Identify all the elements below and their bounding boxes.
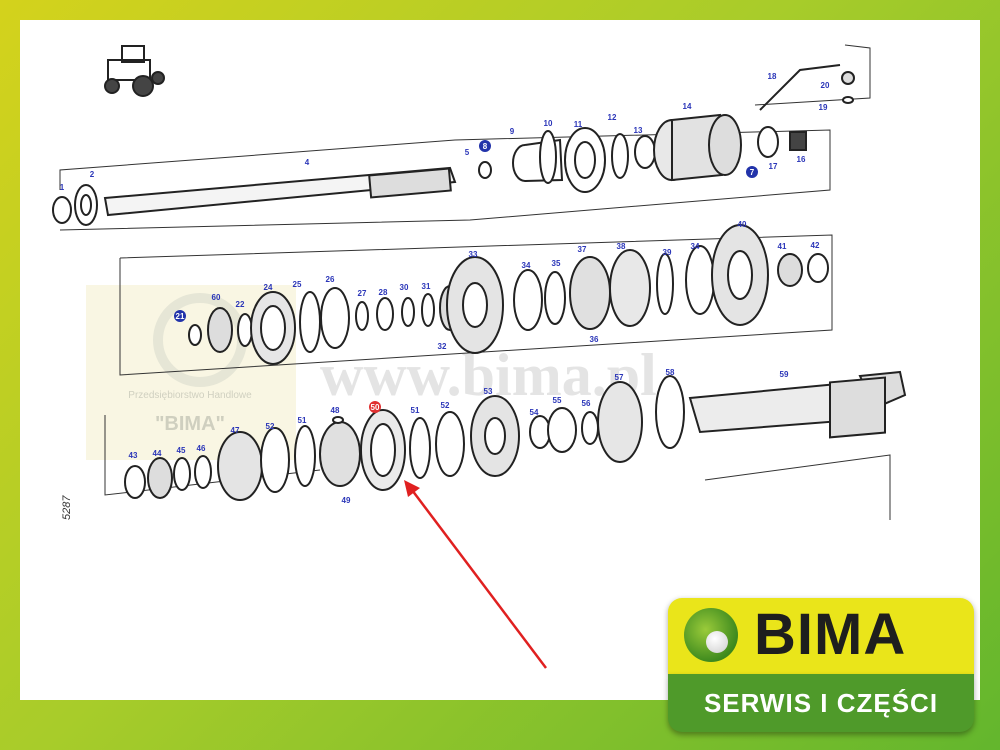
- label-22: 22: [236, 300, 245, 309]
- label-50: 50: [371, 403, 380, 412]
- label-40: 40: [738, 220, 747, 229]
- label-33: 33: [469, 250, 478, 259]
- label-45: 45: [177, 446, 186, 455]
- label-52a: 52: [266, 422, 275, 431]
- label-24: 24: [264, 283, 273, 292]
- row3-outline-right: [704, 454, 891, 520]
- logo-dot-icon: [706, 631, 728, 653]
- label-19: 19: [819, 103, 828, 112]
- label-4: 4: [305, 158, 310, 167]
- label-34b: 34: [691, 242, 700, 251]
- label-42: 42: [811, 241, 820, 250]
- label-41: 41: [778, 242, 787, 251]
- label-35: 35: [552, 259, 561, 268]
- label-34a: 34: [522, 261, 531, 270]
- bracket-outline: [754, 44, 871, 106]
- label-16: 16: [797, 155, 806, 164]
- watermark-company-line: Przedsiębiorstwo Handlowe: [128, 390, 252, 401]
- row3-parts: [124, 370, 907, 501]
- label-55: 55: [553, 396, 562, 405]
- label-57: 57: [615, 373, 624, 382]
- label-21: 21: [176, 312, 185, 321]
- label-2: 2: [90, 170, 95, 179]
- label-9: 9: [510, 127, 515, 136]
- highlight-arrow: [404, 480, 547, 669]
- label-26: 26: [326, 275, 335, 284]
- label-54: 54: [530, 408, 539, 417]
- label-28: 28: [379, 288, 388, 297]
- label-59: 59: [780, 370, 789, 379]
- logo-name: BIMA: [754, 602, 907, 667]
- label-31: 31: [422, 282, 431, 291]
- label-48: 48: [331, 406, 340, 415]
- watermark-company-name: "BIMA": [155, 413, 225, 435]
- label-10: 10: [544, 119, 553, 128]
- label-8-badge: [479, 140, 491, 152]
- label-7-badge: [746, 166, 758, 178]
- watermark: www.bima.pl Przedsiębiorstwo Handlowe "B…: [86, 285, 657, 460]
- row2-outline: [119, 234, 833, 376]
- label-21-badge: [174, 310, 186, 322]
- row-outlines: [59, 44, 891, 520]
- label-5: 5: [465, 148, 470, 157]
- label-44: 44: [153, 449, 162, 458]
- label-36: 36: [590, 335, 599, 344]
- label-14: 14: [683, 102, 692, 111]
- label-51a: 51: [298, 416, 307, 425]
- row1-parts: [52, 64, 855, 226]
- label-38: 38: [617, 242, 626, 251]
- label-50-highlight-badge: [369, 401, 381, 413]
- label-43: 43: [129, 451, 138, 460]
- drawing-number: 5287: [61, 495, 73, 520]
- label-1: 1: [60, 183, 65, 192]
- logo-tagline: SERWIS I CZĘŚCI: [703, 688, 939, 718]
- label-37: 37: [578, 245, 587, 254]
- label-52b: 52: [441, 401, 450, 410]
- bima-logo: BIMA SERWIS I CZĘŚCI: [668, 598, 974, 732]
- label-12: 12: [608, 113, 617, 122]
- label-56: 56: [582, 399, 591, 408]
- label-60: 60: [212, 293, 221, 302]
- row1-outline: [59, 129, 831, 231]
- label-20: 20: [821, 81, 830, 90]
- label-53: 53: [484, 387, 493, 396]
- label-11: 11: [574, 120, 583, 129]
- label-46: 46: [197, 444, 206, 453]
- label-7: 7: [750, 168, 755, 177]
- logo-top-panel: BIMA: [668, 598, 974, 674]
- label-47: 47: [231, 426, 240, 435]
- label-49: 49: [342, 496, 351, 505]
- label-32: 32: [438, 342, 447, 351]
- label-25: 25: [293, 280, 302, 289]
- label-13: 13: [634, 126, 643, 135]
- label-30: 30: [400, 283, 409, 292]
- label-58: 58: [666, 368, 675, 377]
- label-51b: 51: [411, 406, 420, 415]
- label-39: 39: [663, 248, 672, 257]
- label-27: 27: [358, 289, 367, 298]
- label-18: 18: [768, 72, 777, 81]
- tractor-icon: [104, 45, 165, 97]
- logo-bottom-panel: SERWIS I CZĘŚCI: [668, 674, 974, 732]
- label-17: 17: [769, 162, 778, 171]
- label-8: 8: [483, 142, 488, 151]
- row2-parts: [188, 224, 829, 365]
- part-labels: 1 2 4 5 8 9 10 11 12 13 14 7 17 16 18 20…: [60, 72, 830, 505]
